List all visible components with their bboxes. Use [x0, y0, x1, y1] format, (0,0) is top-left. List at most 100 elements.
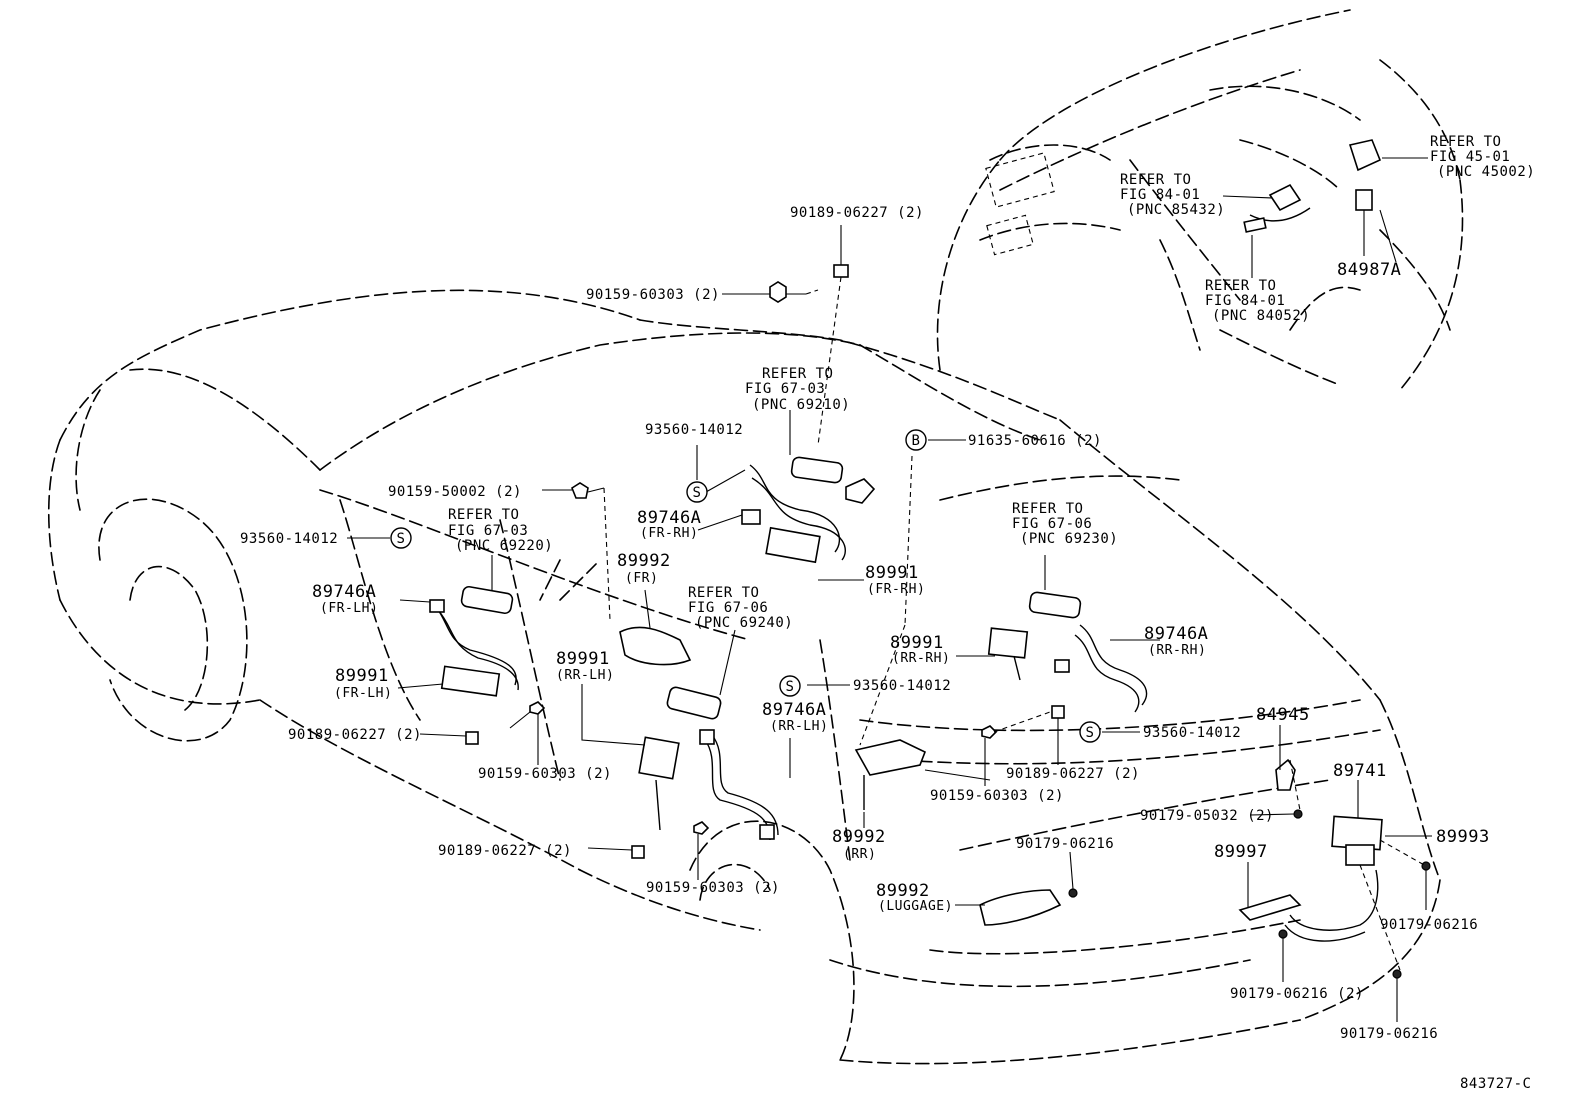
symbol-s-fr-rh: [686, 481, 708, 503]
refer-rr-lh-line1: REFER TO: [688, 585, 759, 601]
label-90159-60303-mid: 90159-60303 (2): [930, 788, 1064, 804]
outer-handle-rr-lh: [666, 686, 722, 720]
refer-45002-line1: REFER TO: [1430, 134, 1501, 150]
inside-handle-fr: [619, 626, 692, 666]
refer-85432-line2: FIG 84-01: [1120, 187, 1200, 203]
label-90189-06227-bottom: 90189-06227 (2): [438, 843, 572, 859]
label-89992-rr: 89992: [832, 827, 886, 847]
outer-handle-fr-rh: [790, 456, 844, 484]
label-89991-rr-lh: 89991: [556, 649, 610, 669]
refer-rr-rh-line1: REFER TO: [1012, 501, 1083, 517]
refer-rr-lh-line3: (PNC 69240): [695, 615, 793, 631]
label-89746a-fr-lh-sub: (FR-LH): [320, 601, 378, 616]
actuator-rr-rh: [987, 627, 1029, 659]
part-labels: 90189-06227 (2) 90159-60303 (2) REFER TO…: [240, 134, 1535, 1092]
clip-part-left: [465, 731, 479, 745]
inset-part-84052: [1243, 217, 1267, 233]
refer-85432-line3: (PNC 85432): [1127, 202, 1225, 218]
refer-85432-line1: REFER TO: [1120, 172, 1191, 188]
inset-part-84987a: [1355, 189, 1373, 211]
refer-fr-lh-line3: (PNC 69220): [455, 538, 553, 554]
bolt-part-top: [769, 281, 787, 303]
refer-84052-line2: FIG 84-01: [1205, 293, 1285, 309]
label-93560-14012-d: 93560-14012: [1143, 725, 1241, 741]
bolt-part-50002: [571, 482, 589, 499]
part-shapes: [429, 139, 1431, 979]
label-84987a: 84987A: [1337, 260, 1401, 280]
symbol-s-fr-lh: [390, 527, 412, 549]
label-89746a-rr-rh-sub: (RR-RH): [1148, 643, 1206, 658]
bolt-part-bottom: [693, 821, 710, 835]
switch-89997: [1238, 894, 1302, 921]
nut-90179-06216-c: [1278, 929, 1288, 939]
symbol-s-rr-lh-text: S: [786, 679, 795, 695]
nut-90179-06216-a: [1421, 861, 1431, 871]
actuator-fr-lh: [440, 665, 501, 697]
refer-rr-rh-line3: (PNC 69230): [1020, 531, 1118, 547]
label-91635-60616: 91635-60616 (2): [968, 433, 1102, 449]
nut-90179-06216-d: [1392, 969, 1402, 979]
label-93560-14012-c: 93560-14012: [853, 678, 951, 694]
outer-handle-rr-rh: [1028, 591, 1082, 619]
lock-89993: [1345, 844, 1375, 866]
label-89992-fr: 89992: [617, 551, 671, 571]
inside-handle-luggage: [979, 889, 1062, 926]
symbol-s-rr-rh-text: S: [1086, 725, 1095, 741]
label-93560-14012-b: 93560-14012: [240, 531, 338, 547]
actuator-fr-rh: [765, 526, 821, 564]
label-90159-50002: 90159-50002 (2): [388, 484, 522, 500]
symbol-s-rr-lh: [779, 675, 801, 697]
label-89991-fr-rh: 89991: [865, 563, 919, 583]
refer-fr-lh-line2: FIG 67-03: [448, 523, 528, 539]
label-89991-rr-rh: 89991: [890, 633, 944, 653]
label-89991-fr-rh-sub: (FR-RH): [867, 582, 925, 597]
label-89991-rr-rh-sub: (RR-RH): [892, 651, 950, 666]
label-89993: 89993: [1436, 827, 1490, 847]
symbol-markers: S S S S B: [390, 429, 1101, 743]
refer-fr-rh-line3: (PNC 69210): [752, 397, 850, 413]
label-90179-05032: 90179-05032 (2): [1140, 808, 1274, 824]
label-89746a-fr-rh: 89746A: [637, 508, 701, 528]
symbol-s-rr-rh: [1079, 721, 1101, 743]
label-89746a-fr-lh: 89746A: [312, 582, 376, 602]
connector-rr-lh-2: [759, 824, 775, 840]
clip-part-mid: [1051, 705, 1065, 719]
refer-fr-rh-line2: FIG 67-03: [745, 381, 825, 397]
label-89991-fr-lh: 89991: [335, 666, 389, 686]
refer-fr-lh-line1: REFER TO: [448, 507, 519, 523]
label-89992-luggage: 89992: [876, 881, 930, 901]
leader-lines: [347, 157, 1432, 1022]
connector-fr-rh: [741, 509, 761, 525]
connector-rr-rh: [1054, 659, 1070, 673]
symbol-s-fr-lh-text: S: [397, 531, 406, 547]
label-89746a-rr-lh-sub: (RR-LH): [770, 719, 828, 734]
lock-cylinder-fr-rh: [845, 478, 876, 504]
refer-45002-line3: (PNC 45002): [1437, 164, 1535, 180]
label-93560-14012-a: 93560-14012: [645, 422, 743, 438]
label-89741: 89741: [1333, 761, 1387, 781]
nut-90179-05032: [1293, 809, 1303, 819]
refer-rr-lh-line2: FIG 67-06: [688, 600, 768, 616]
label-90179-06216-b: 90179-06216: [1016, 836, 1114, 852]
actuator-rr-lh: [638, 736, 680, 780]
car-body-outline: [48, 289, 1441, 1065]
clip-part-bottom: [631, 845, 645, 859]
inset-part-85432: [1268, 183, 1302, 212]
label-90179-06216-d: 90179-06216: [1340, 1026, 1438, 1042]
refer-45002-line2: FIG 45-01: [1430, 149, 1510, 165]
nut-90179-06216-b: [1068, 888, 1078, 898]
label-90159-60303-bottom: 90159-60303 (2): [646, 880, 780, 896]
label-90179-06216-c: 90179-06216 (2): [1230, 986, 1364, 1002]
label-90189-06227-left: 90189-06227 (2): [288, 727, 422, 743]
refer-rr-rh-line2: FIG 67-06: [1012, 516, 1092, 532]
inset-part-45002: [1348, 139, 1382, 172]
connector-rr-lh: [699, 729, 715, 745]
label-89991-fr-lh-sub: (FR-LH): [334, 686, 392, 701]
diagram-id: 843727-C: [1460, 1076, 1531, 1092]
refer-84052-line3: (PNC 84052): [1212, 308, 1310, 324]
label-90189-06227-mid: 90189-06227 (2): [1006, 766, 1140, 782]
label-90159-60303-left: 90159-60303 (2): [478, 766, 612, 782]
refer-84052-line1: REFER TO: [1205, 278, 1276, 294]
label-89746a-rr-lh: 89746A: [762, 700, 826, 720]
bracket-84945: [1275, 758, 1296, 791]
